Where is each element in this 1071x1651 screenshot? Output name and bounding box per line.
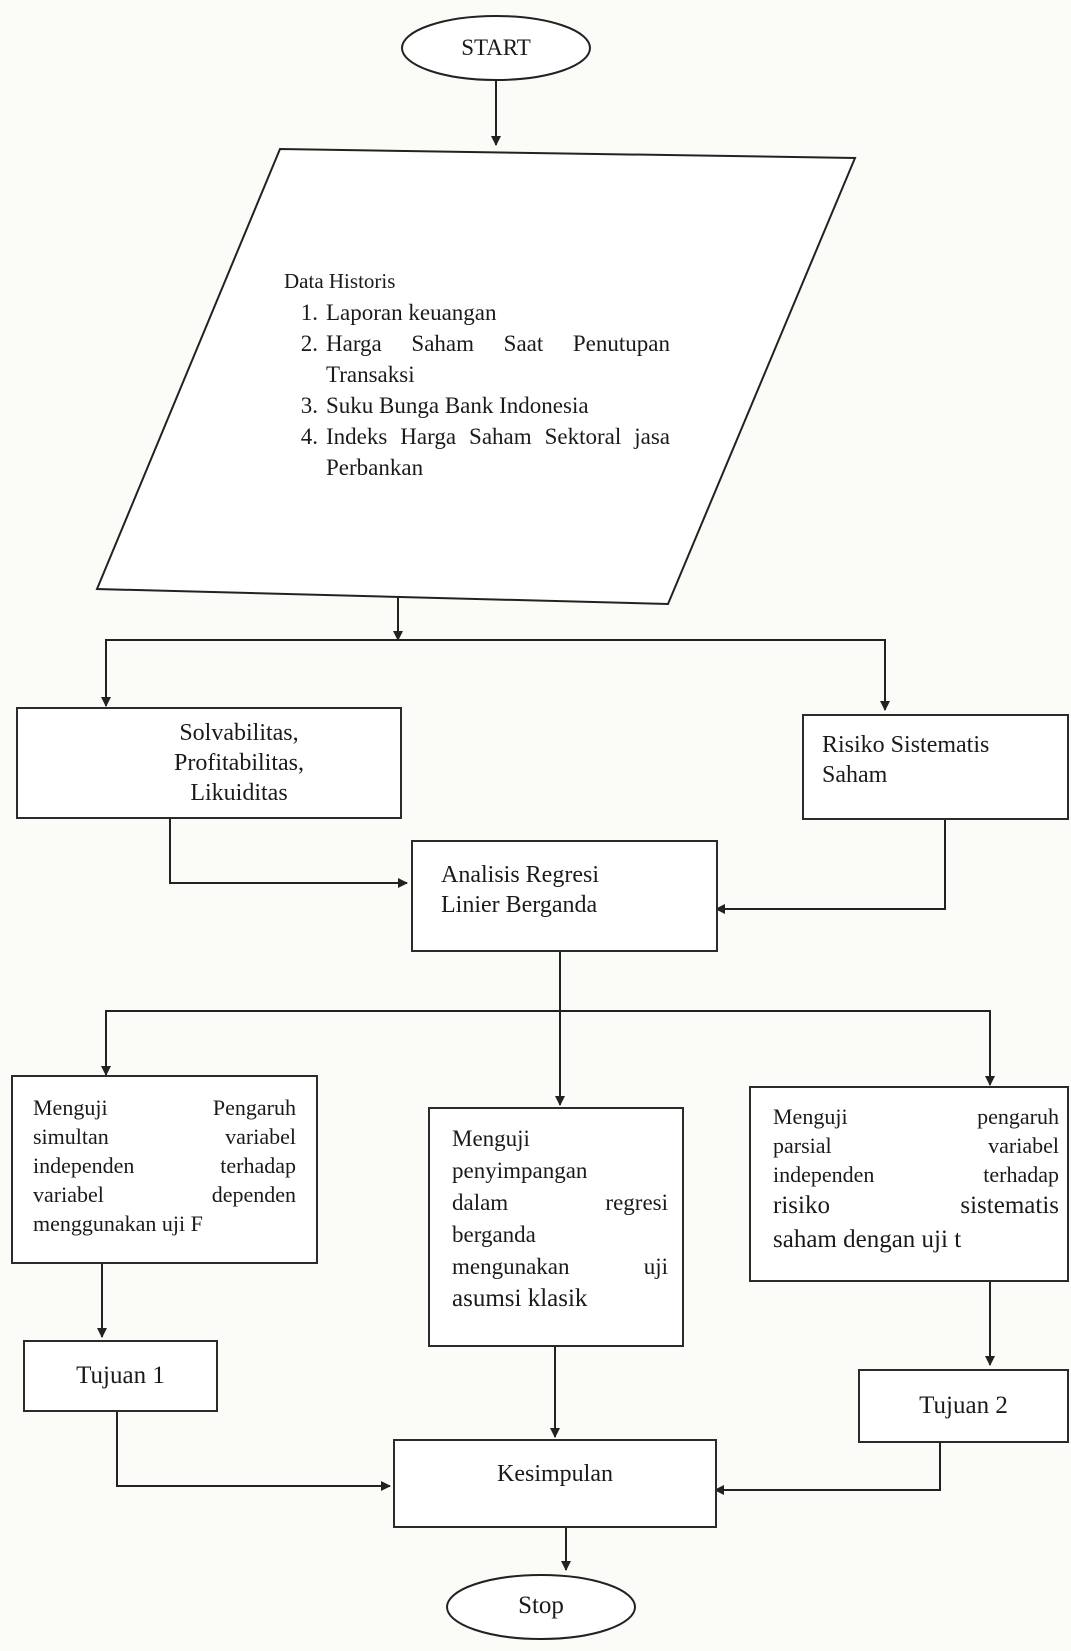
- goal-1-box: Tujuan 1: [23, 1340, 218, 1412]
- classic-assumption-box: Menguji penyimpangan dalam regresi berga…: [428, 1107, 684, 1347]
- input-title: Data Historis: [284, 269, 396, 293]
- classic-line: penyimpangan: [452, 1158, 588, 1183]
- input-item-3: 3. Suku Bunga Bank Indonesia: [284, 390, 670, 421]
- analysis-line-1: Analisis Regresi: [441, 862, 599, 888]
- analysis-line-2: Linier Berganda: [441, 892, 598, 918]
- goal-2-box: Tujuan 2: [858, 1369, 1069, 1443]
- input-item-number: 3.: [300, 393, 318, 418]
- risk-line-1: Risiko Sistematis: [822, 732, 990, 758]
- input-item-number: 2.: [300, 331, 318, 356]
- t-test-line: independen terhadap: [773, 1162, 1059, 1187]
- conclusion-box: Kesimpulan: [393, 1439, 717, 1528]
- financial-line-2: Profitabilitas,: [174, 750, 304, 776]
- t-test-line: saham dengan uji t: [773, 1226, 962, 1253]
- input-item-4: 4. Indeks Harga Saham Sektoral jasa Perb…: [284, 421, 670, 483]
- split-line-tests: [105, 1010, 995, 1086]
- f-test-line: menggunakan uji F: [33, 1211, 203, 1236]
- input-item-number: 4.: [300, 424, 318, 449]
- input-item-2: 2. Harga Saham Saat Penutupan Transaksi: [284, 328, 670, 390]
- f-test-line: simultan variabel: [33, 1124, 296, 1149]
- arrow-financial-to-analysis: [169, 819, 408, 888]
- classic-line: asumsi klasik: [452, 1285, 588, 1312]
- f-test-line: Menguji Pengaruh: [33, 1095, 296, 1120]
- regression-analysis-box: Analisis Regresi Linier Berganda: [411, 840, 718, 952]
- stop-label: Stop: [518, 1592, 564, 1619]
- f-test-line: variabel dependen: [33, 1182, 296, 1207]
- split-line-variables: [105, 639, 890, 711]
- classic-line: dalam regresi: [452, 1190, 668, 1215]
- arrow-goal2-to-conclusion: [714, 1443, 941, 1495]
- input-item-text: Indeks Harga Saham Sektoral jasa Perbank…: [326, 424, 670, 480]
- input-item-1: 1. Laporan keuangan: [284, 297, 670, 328]
- input-item-text: Laporan keuangan: [326, 300, 497, 325]
- t-test-line: risiko sistematis: [773, 1192, 1059, 1219]
- input-parallelogram: [95, 147, 857, 606]
- f-test-box: Menguji Pengaruh simultan variabel indep…: [11, 1075, 318, 1264]
- input-data-list: Data Historis 1. Laporan keuangan 2. Har…: [284, 266, 670, 483]
- t-test-box: Menguji pengaruh parsial variabel indepe…: [749, 1086, 1069, 1282]
- input-item-number: 1.: [300, 300, 318, 325]
- classic-line: berganda: [452, 1222, 536, 1247]
- t-test-line: parsial variabel: [773, 1133, 1059, 1158]
- arrow-goal1-to-conclusion: [116, 1412, 391, 1491]
- stop-terminal: [446, 1574, 636, 1640]
- financial-line-3: Likuiditas: [190, 780, 288, 806]
- financial-line-1: Solvabilitas,: [179, 720, 299, 746]
- arrow-risk-to-analysis: [715, 819, 946, 914]
- systematic-risk-box: Risiko Sistematis Saham: [802, 714, 1069, 820]
- t-test-line: Menguji pengaruh: [773, 1104, 1059, 1129]
- start-label: START: [461, 35, 531, 60]
- input-item-text: Harga Saham Saat Penutupan Transaksi: [326, 331, 670, 387]
- classic-line: Menguji: [452, 1126, 530, 1151]
- f-test-line: independen terhadap: [33, 1153, 296, 1178]
- classic-line: mengunakan uji: [452, 1254, 668, 1279]
- financial-variables-box: Solvabilitas, Profitabilitas, Likuiditas: [16, 707, 402, 819]
- risk-line-2: Saham: [822, 762, 888, 788]
- input-item-text: Suku Bunga Bank Indonesia: [326, 393, 589, 418]
